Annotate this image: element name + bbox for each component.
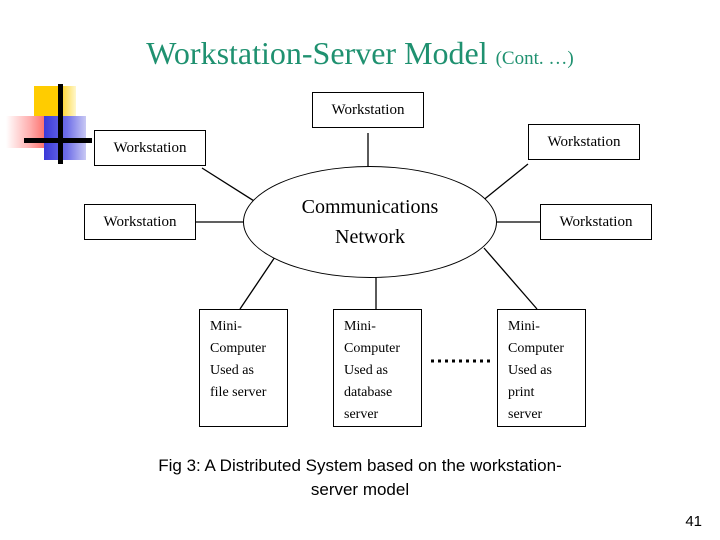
node-label-line: Used as <box>508 363 552 378</box>
node-workstation-left-lower[interactable]: Workstation <box>84 204 196 240</box>
node-workstation-top[interactable]: Workstation <box>312 92 424 128</box>
node-label: Workstation <box>113 139 187 156</box>
node-label: Workstation <box>559 213 633 230</box>
node-file-server[interactable]: Mini- Computer Used as file server <box>199 309 288 427</box>
page-title-main: Workstation-Server Model <box>146 35 488 71</box>
page-title: Workstation-Server Model (Cont. …) <box>0 34 720 78</box>
node-label-line: Mini- <box>210 319 242 334</box>
communications-network-hub[interactable]: Communications Network <box>243 166 497 278</box>
figure-caption: Fig 3: A Distributed System based on the… <box>0 454 720 502</box>
node-label-line: print <box>508 385 535 400</box>
node-workstation-right-lower[interactable]: Workstation <box>540 204 652 240</box>
node-label: Workstation <box>331 101 405 118</box>
node-label-line: Computer <box>344 341 400 356</box>
node-label-line: Used as <box>210 363 254 378</box>
node-label-line: file server <box>210 385 267 400</box>
page-title-continuation: (Cont. …) <box>495 48 574 69</box>
node-label: Workstation <box>547 133 621 150</box>
logo-vertical-bar <box>58 84 63 164</box>
hub-label-line1: Communications <box>301 196 439 218</box>
decorative-logo <box>6 84 92 170</box>
page-number: 41 <box>685 513 702 530</box>
node-workstation-right-upper[interactable]: Workstation <box>528 124 640 160</box>
node-label-line: Computer <box>210 341 266 356</box>
connector-print-server <box>483 247 538 310</box>
node-label-line: server <box>508 407 543 422</box>
node-label: Workstation <box>103 213 177 230</box>
node-label-line: Used as <box>344 363 388 378</box>
node-label-line: Computer <box>508 341 564 356</box>
figure-caption-line1: Fig 3: A Distributed System based on the… <box>158 456 562 475</box>
node-label-line: database <box>344 385 393 400</box>
node-label-line: server <box>344 407 379 422</box>
node-print-server[interactable]: Mini- Computer Used as print server <box>497 309 586 427</box>
node-workstation-left-upper[interactable]: Workstation <box>94 130 206 166</box>
distributed-system-diagram: Communications Network Workstation Works… <box>0 78 720 448</box>
logo-horizontal-bar <box>24 138 92 143</box>
connector-file-server <box>239 253 278 310</box>
node-label-line: Mini- <box>508 319 540 334</box>
node-database-server[interactable]: Mini- Computer Used as database server <box>333 309 422 427</box>
hub-label-line2: Network <box>335 226 405 248</box>
figure-caption-line2: server model <box>310 480 410 499</box>
node-label-line: Mini- <box>344 319 376 334</box>
